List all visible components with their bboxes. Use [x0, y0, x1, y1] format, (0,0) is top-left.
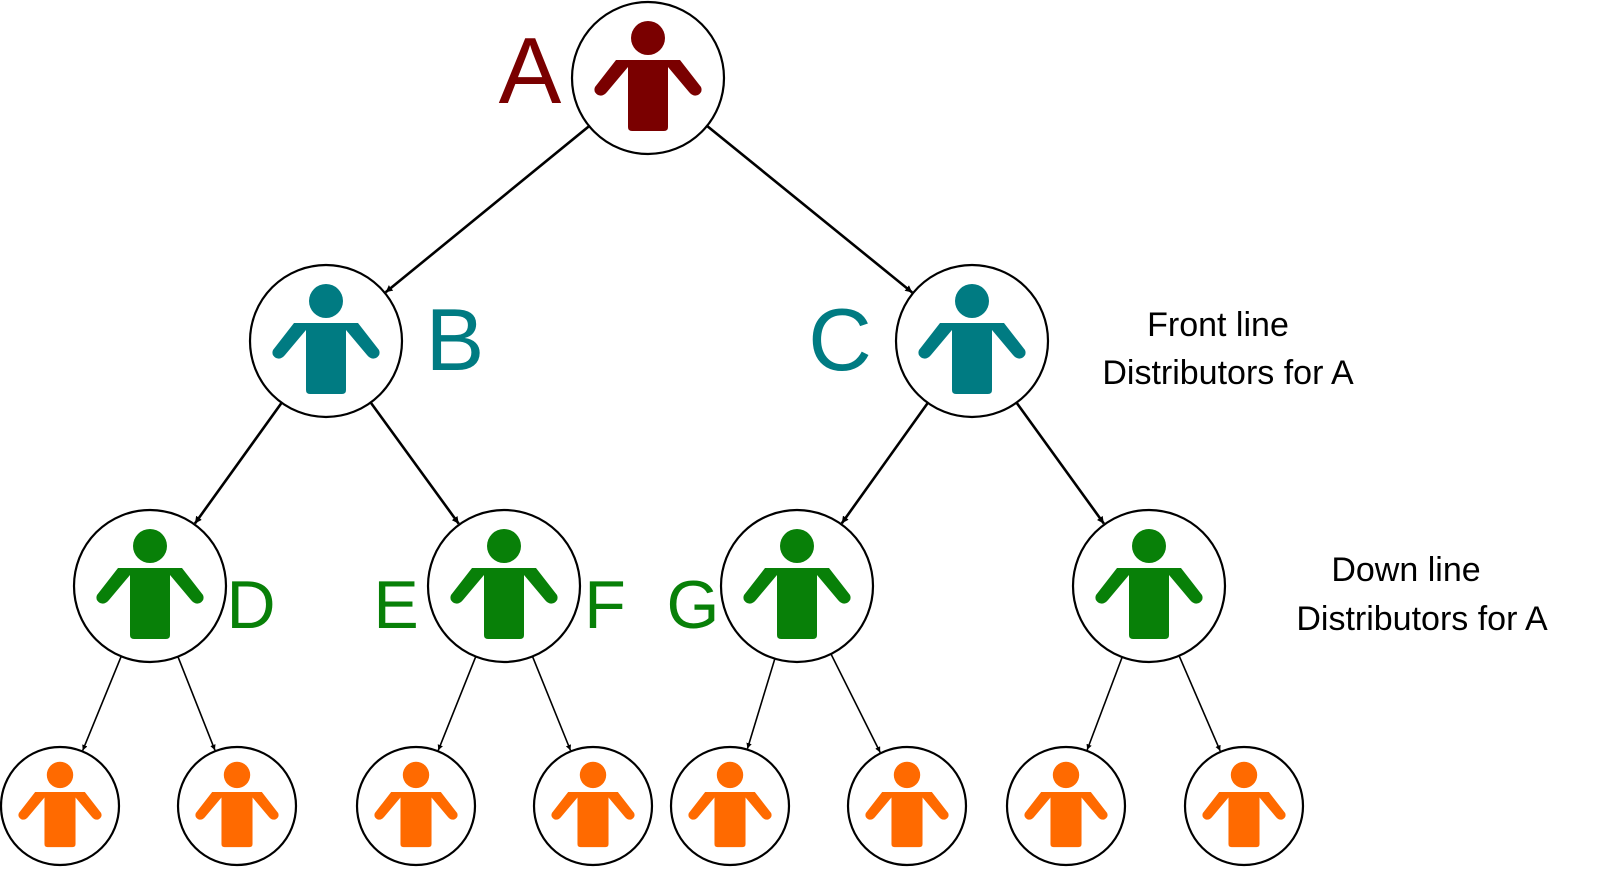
- edges-layer: [81, 124, 1221, 753]
- node-c: [894, 263, 1050, 419]
- person-icon: [1024, 761, 1108, 848]
- front-line-title: Front line: [1147, 306, 1289, 344]
- node-label-e: E: [373, 567, 418, 643]
- person-icon: [1202, 761, 1286, 848]
- node-g: [719, 508, 875, 664]
- edge-h-l8: [1178, 655, 1221, 752]
- edge-h-l7: [1086, 656, 1123, 751]
- node-label-d: D: [226, 567, 275, 643]
- node-l6: [846, 745, 968, 867]
- person-icon: [551, 761, 635, 848]
- node-l8: [1183, 745, 1305, 867]
- edge-ef-l3: [437, 656, 477, 751]
- person-icon: [272, 284, 380, 394]
- edge-ef-l4: [531, 656, 572, 751]
- person-icon: [865, 761, 949, 848]
- edge-b-ef: [369, 401, 460, 525]
- edge-g-l6: [830, 653, 881, 753]
- edge-b-d: [193, 401, 283, 525]
- person-icon: [96, 529, 204, 639]
- front-line-subtitle: Distributors for A: [1102, 354, 1354, 392]
- down-line-subtitle: Distributors for A: [1296, 600, 1548, 638]
- node-h: [1071, 508, 1227, 664]
- node-d: [72, 508, 228, 664]
- node-l4: [532, 745, 654, 867]
- node-l7: [1005, 745, 1127, 867]
- edge-a-b: [384, 125, 590, 294]
- person-icon: [688, 761, 772, 848]
- edge-a-c: [706, 124, 914, 294]
- edge-d-l2: [177, 656, 216, 751]
- node-label-c: C: [808, 290, 872, 389]
- node-l3: [355, 745, 477, 867]
- node-label-b: B: [426, 290, 485, 389]
- person-icon: [1095, 529, 1203, 639]
- edge-c-g: [840, 402, 929, 525]
- node-ef: [426, 508, 582, 664]
- person-icon: [450, 529, 558, 639]
- person-icon: [743, 529, 851, 639]
- node-l2: [176, 745, 298, 867]
- node-label-f: F: [584, 567, 626, 643]
- nodes-layer: [0, 0, 1305, 867]
- node-label-a: A: [499, 18, 562, 123]
- node-l5: [669, 745, 791, 867]
- edge-g-l5: [746, 658, 776, 749]
- down-line-title: Down line: [1331, 551, 1480, 589]
- node-label-g: G: [667, 567, 720, 643]
- person-icon: [374, 761, 458, 848]
- person-icon: [594, 21, 702, 131]
- node-l1: [0, 745, 121, 867]
- person-icon: [918, 284, 1026, 394]
- edge-d-l1: [81, 656, 122, 751]
- person-icon: [18, 761, 102, 848]
- edge-c-h: [1015, 401, 1105, 525]
- node-a: [570, 0, 726, 156]
- node-b: [248, 263, 404, 419]
- person-icon: [195, 761, 279, 848]
